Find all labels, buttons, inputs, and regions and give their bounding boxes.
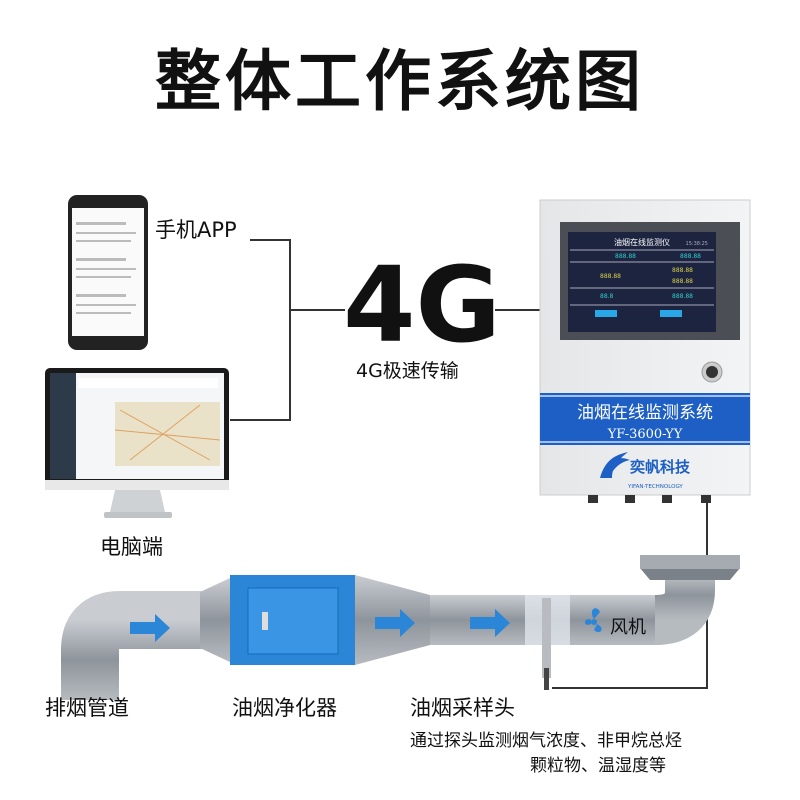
flow-arrow-icons [130,609,510,642]
4g-text: 4G [343,244,501,366]
probe-label: 油烟采样头 [410,696,515,720]
pipeline [61,555,740,700]
fan-label: 风机 [610,617,646,638]
brand-name: 奕帆科技 [630,458,691,476]
screen-value: 888.88 [672,278,693,285]
device-model: YF-3600-YY [607,427,683,442]
screen-value: 888.88 [672,267,693,274]
fan-icon [584,608,602,633]
screen-value: 888.88 [672,293,693,300]
phone-image [68,195,148,350]
screen-title: 油烟在线监测仪 [614,237,670,247]
probe-description-2: 颗粒物、温湿度等 [530,756,666,776]
purifier-label: 油烟净化器 [232,696,337,720]
pc-monitor-image [45,368,229,518]
probe-image [542,598,551,690]
phone-app-label: 手机APP [155,218,237,242]
network-caption: 4G极速传输 [356,360,459,382]
brand-logo-icon [600,452,630,478]
probe-description-1: 通过探头监测烟气浓度、非甲烷总烃 [410,731,682,751]
screen-value: 888.88 [615,253,636,260]
screen-value: 88.8 [600,293,614,300]
duct-label: 排烟管道 [45,696,129,720]
brand-english: YIFAN-TECHNOLOGY [627,484,683,490]
page-title: 整体工作系统图 [155,43,645,120]
pc-label: 电脑端 [100,535,163,559]
monitor-device: 油烟在线监测仪 15:38:25 888.88 888.88 888.88 88… [539,199,751,503]
screen-time: 15:38:25 [686,241,708,247]
device-band-title: 油烟在线监测系统 [577,403,713,423]
screen-value: 888.88 [600,273,621,280]
screen-value: 888.88 [680,253,701,260]
